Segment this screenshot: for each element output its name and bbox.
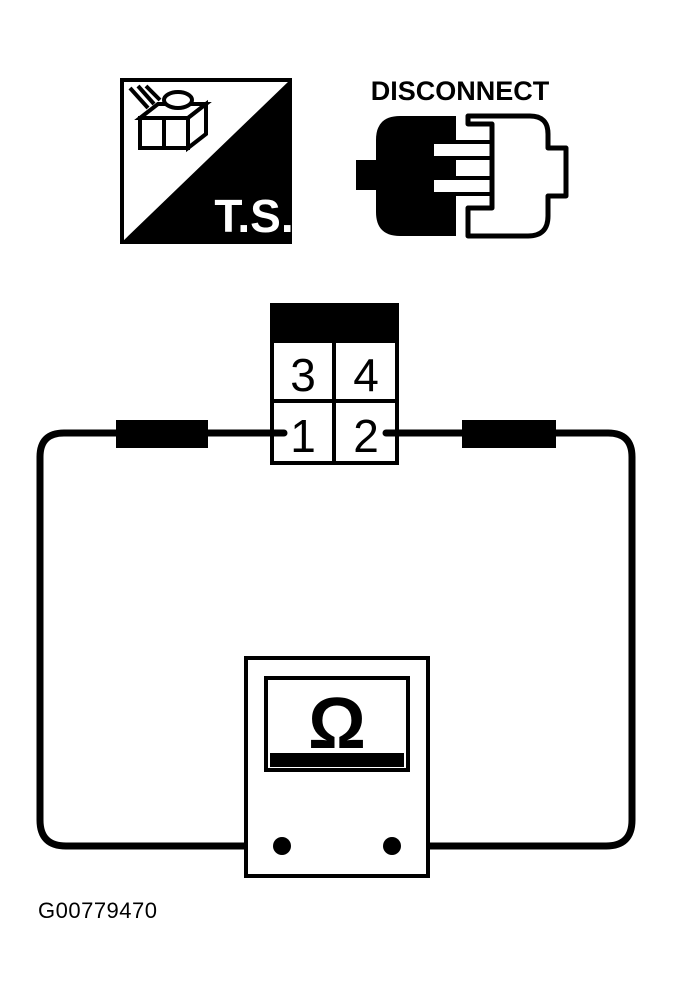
connector: 3 4 1 2 bbox=[270, 303, 399, 465]
pin-4-label: 4 bbox=[353, 349, 379, 401]
ohmmeter-terminal-right bbox=[383, 837, 401, 855]
ohmmeter: Ω bbox=[244, 656, 430, 878]
lead-right-probe-grip bbox=[462, 420, 556, 448]
pin-1-label: 1 bbox=[290, 410, 316, 462]
ohm-icon: Ω bbox=[308, 684, 366, 764]
lead-left-wire bbox=[36, 429, 288, 850]
plug-pin-upper bbox=[430, 140, 494, 160]
test-leads bbox=[36, 429, 636, 850]
disconnect-label: DISCONNECT bbox=[371, 76, 550, 106]
disconnect-icon: DISCONNECT bbox=[356, 76, 569, 239]
ts-badge-dark-half bbox=[122, 80, 290, 242]
ohmmeter-terminal-left bbox=[273, 837, 291, 855]
lead-left-probe-grip bbox=[116, 420, 208, 448]
plug-female-half bbox=[465, 113, 569, 239]
plug-pin-lower bbox=[430, 176, 494, 196]
figure-id: G00779470 bbox=[38, 898, 158, 923]
component-box-icon bbox=[128, 84, 212, 153]
pin-3-label: 3 bbox=[290, 349, 316, 401]
pin-2-label: 2 bbox=[353, 410, 379, 462]
ts-label: T.S. bbox=[214, 190, 293, 242]
lead-right-wire bbox=[382, 429, 636, 850]
connector-lock-tab bbox=[272, 305, 397, 343]
ts-badge: T.S. bbox=[120, 78, 294, 244]
